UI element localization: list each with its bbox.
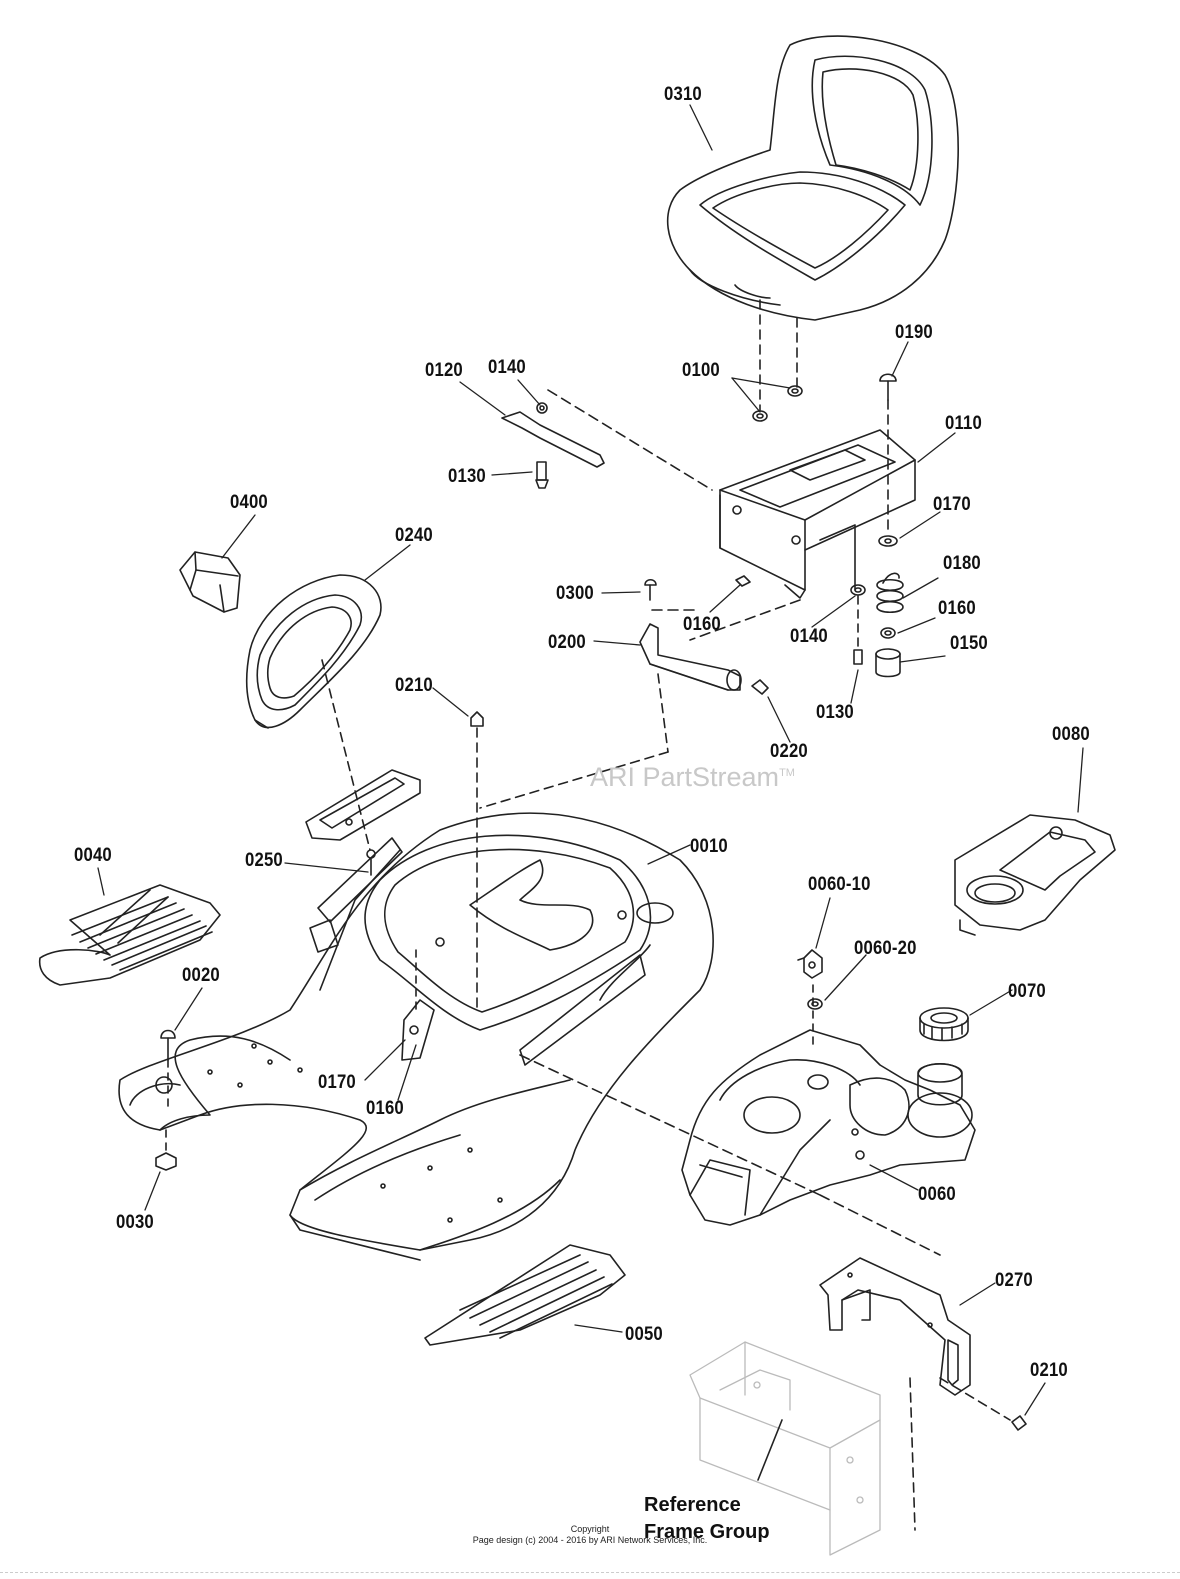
footer-copyright: Copyright Page design (c) 2004 - 2016 by…	[0, 1524, 1180, 1546]
part-label-0220[interactable]: 0220	[770, 741, 808, 762]
shift-plate[interactable]	[305, 769, 421, 841]
watermark-text: ARI PartStream	[590, 762, 780, 792]
part-label-0160-lower[interactable]: 0160	[366, 1098, 404, 1119]
seat-pan-part[interactable]	[719, 429, 916, 599]
cup-holder-0080[interactable]	[954, 814, 1116, 936]
part-label-0040[interactable]: 0040	[74, 845, 112, 866]
part-label-0200[interactable]: 0200	[548, 632, 586, 653]
bottom-divider	[0, 1572, 1180, 1573]
part-label-0050[interactable]: 0050	[625, 1324, 663, 1345]
seat-part[interactable]	[666, 35, 959, 321]
part-label-0250[interactable]: 0250	[245, 850, 283, 871]
bolt-0210-lower[interactable]	[1011, 1415, 1027, 1431]
part-label-0030[interactable]: 0030	[116, 1212, 154, 1233]
bracket-0270[interactable]	[819, 1257, 971, 1396]
part-label-0240[interactable]: 0240	[395, 525, 433, 546]
part-label-0300[interactable]: 0300	[556, 583, 594, 604]
knob-0400[interactable]	[179, 551, 241, 613]
watermark: ARI PartStreamTM	[590, 762, 795, 793]
cap-0070[interactable]	[919, 1007, 969, 1042]
part-label-0010[interactable]: 0010	[690, 836, 728, 857]
fuel-tank-0060[interactable]	[681, 1029, 976, 1226]
leader-lines	[97, 104, 1084, 1416]
footrest-0040[interactable]	[38, 884, 221, 986]
part-label-0160-middle[interactable]: 0160	[683, 614, 721, 635]
part-label-0160-right[interactable]: 0160	[938, 598, 976, 619]
washer-0170-upper[interactable]	[878, 535, 898, 547]
bolt-0130-lower[interactable]	[853, 649, 863, 665]
part-label-0180[interactable]: 0180	[943, 553, 981, 574]
part-label-0020[interactable]: 0020	[182, 965, 220, 986]
bolt-0210-upper[interactable]	[470, 711, 484, 727]
pivot-bracket-0200[interactable]	[639, 623, 742, 691]
part-label-0120[interactable]: 0120	[425, 360, 463, 381]
fitting-0060-10[interactable]	[797, 949, 823, 979]
reference-line-2: Frame Group	[644, 1521, 770, 1543]
nut-0160-middle[interactable]	[735, 575, 751, 587]
part-label-0400[interactable]: 0400	[230, 492, 268, 513]
reference-frame-outline	[689, 1341, 881, 1556]
part-label-0170-lower[interactable]: 0170	[318, 1072, 356, 1093]
part-label-0070[interactable]: 0070	[1008, 981, 1046, 1002]
part-label-0060-20[interactable]: 0060-20	[854, 938, 917, 959]
footer-line-1: Copyright	[570, 1524, 610, 1534]
reference-line-1: Reference	[644, 1494, 741, 1516]
bumper-0150[interactable]	[875, 648, 901, 678]
washer-0140-lower[interactable]	[850, 584, 866, 596]
part-label-0140-upper[interactable]: 0140	[488, 357, 526, 378]
part-label-0130-upper[interactable]: 0130	[448, 466, 486, 487]
rivet-0300[interactable]	[644, 578, 657, 601]
bolt-0130-upper[interactable]	[535, 461, 549, 489]
clip-0170-0160[interactable]	[401, 999, 435, 1061]
pad-0240[interactable]	[245, 574, 382, 729]
screw-0020[interactable]	[160, 1029, 176, 1061]
nut-0160-right[interactable]	[880, 627, 896, 639]
fender-deck-0010[interactable]	[118, 812, 714, 1261]
screw-0250[interactable]	[366, 849, 376, 876]
part-label-0110[interactable]: 0110	[945, 413, 982, 434]
nut-0030[interactable]	[155, 1152, 177, 1171]
watermark-tm: TM	[779, 767, 795, 779]
part-label-0190[interactable]: 0190	[895, 322, 933, 343]
reference-note: Reference Frame Group	[644, 1492, 770, 1546]
part-label-0310[interactable]: 0310	[664, 84, 702, 105]
carriage-bolt-0190[interactable]	[879, 373, 897, 401]
bolt-0220[interactable]	[751, 679, 769, 695]
part-label-0140-lower[interactable]: 0140	[790, 626, 828, 647]
part-label-0210-lower[interactable]: 0210	[1030, 1360, 1068, 1381]
part-label-0130-lower[interactable]: 0130	[816, 702, 854, 723]
spring-0180[interactable]	[876, 572, 904, 614]
part-label-0270[interactable]: 0270	[995, 1270, 1033, 1291]
part-label-0210-upper[interactable]: 0210	[395, 675, 433, 696]
part-label-0080[interactable]: 0080	[1052, 724, 1090, 745]
seat-bracket-part[interactable]	[501, 402, 605, 468]
part-label-0100[interactable]: 0100	[682, 360, 720, 381]
grommet-0060-20[interactable]	[807, 998, 823, 1010]
footrest-0050[interactable]	[424, 1244, 626, 1346]
part-label-0060[interactable]: 0060	[918, 1184, 956, 1205]
part-label-0150[interactable]: 0150	[950, 633, 988, 654]
part-label-0060-10[interactable]: 0060-10	[808, 874, 871, 895]
footer-line-2: Page design (c) 2004 - 2016 by ARI Netwo…	[472, 1535, 708, 1545]
part-label-0170-upper[interactable]: 0170	[933, 494, 971, 515]
